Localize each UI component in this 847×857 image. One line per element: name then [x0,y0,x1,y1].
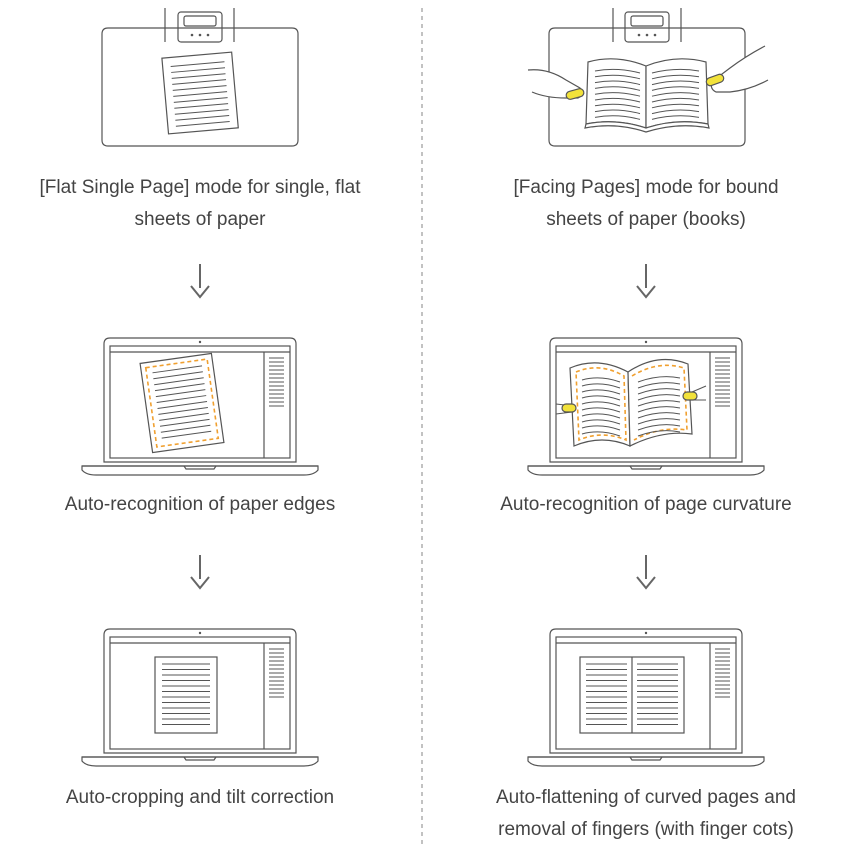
laptop-cropped-page-icon [81,628,319,767]
laptop-edge-detection-icon [81,337,319,476]
caption-crop-tilt: Auto-cropping and tilt correction [65,787,335,808]
caption-facing-pages: [Facing Pages] mode for bound sheets of … [513,177,779,230]
laptop-flattened-book-icon [527,628,765,767]
scanner-open-book-icon [527,8,769,147]
scanner-flat-sheet-icon [101,8,299,147]
caption-paper-edges: Auto-recognition of paper edges [64,494,336,515]
caption-page-curvature: Auto-recognition of page curvature [500,494,792,515]
caption-flatten-remove-fingers: Auto-flattening of curved pages and remo… [496,787,796,840]
laptop-curvature-detection-icon [527,337,765,476]
flow-arrows [190,264,656,590]
caption-flat-single-page: [Flat Single Page] mode for single, flat… [39,177,361,230]
